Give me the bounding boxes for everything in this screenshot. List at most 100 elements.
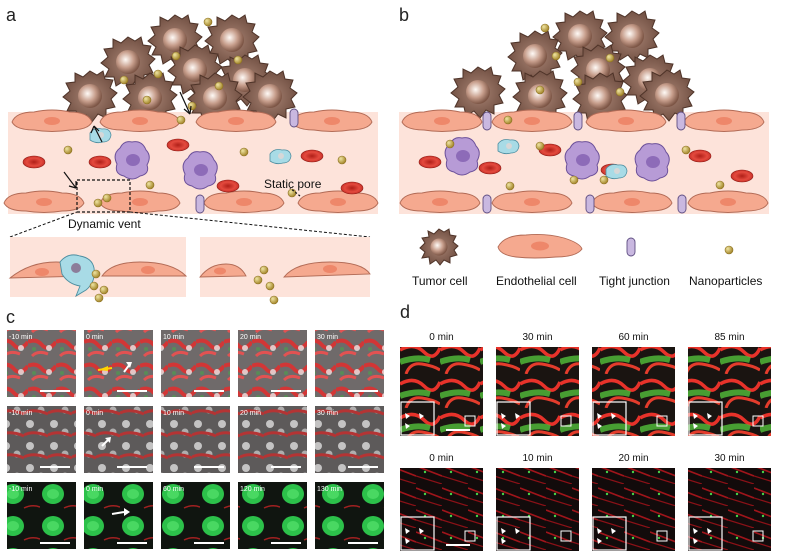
panel-c-image: 120 min (238, 482, 307, 549)
legend-nanoparticles: Nanoparticles (689, 274, 762, 288)
panel-c-image: 30 min (315, 406, 384, 473)
time-label: 20 min (618, 453, 648, 464)
zoom-vent-left (8, 237, 188, 303)
panel-a-diagram: Dynamic vent Static pore (3, 14, 379, 305)
zoom-lines (9, 211, 371, 238)
panel-c-image: 30 min (315, 330, 384, 397)
inset-zoom (592, 516, 627, 551)
panel-c-image: 130 min (315, 482, 384, 549)
endothelial-cell-icon (497, 233, 583, 259)
time-label: 85 min (714, 332, 744, 343)
time-label: 0 min (429, 332, 453, 343)
roi-box (656, 415, 668, 427)
roi-box (560, 530, 572, 542)
arrows-a (63, 91, 301, 197)
arrowhead-icon (707, 413, 712, 419)
monocyte (497, 139, 520, 155)
panel-label-a: a (6, 5, 17, 25)
roi-box (464, 415, 476, 427)
panel-c-image: 0 min (84, 330, 153, 397)
white-arrow (105, 437, 111, 443)
time-label: 20 min (240, 410, 261, 417)
white-arrow (124, 508, 130, 516)
panel-c-image: 10 min (161, 330, 230, 397)
time-label: 10 min (522, 453, 552, 464)
time-label: 0 min (86, 334, 103, 341)
time-label: 60 min (618, 332, 648, 343)
tumor-cluster-b (450, 10, 695, 125)
arrowhead-icon (405, 413, 410, 419)
arrowhead-icon (419, 413, 424, 419)
arrows-c (97, 362, 132, 516)
panel-label-b: b (399, 5, 409, 25)
time-label: 60 min (163, 486, 184, 493)
time-label: 30 min (714, 453, 744, 464)
arrowhead-icon (405, 538, 410, 544)
roi-box (752, 530, 764, 542)
arrowhead-icon (693, 538, 698, 544)
arrowhead-icon (501, 423, 506, 429)
panel-c-image: 20 min (238, 330, 307, 397)
tight-junction-icon (626, 237, 636, 257)
panel-d-image (592, 347, 675, 436)
panel-c-grid: -10 min 0 min 10 min 20 min 30 min -10 min 0 m… (7, 330, 384, 549)
time-label: -10 min (9, 486, 32, 493)
roi-box (752, 415, 764, 427)
panel-c-image: -10 min (7, 482, 76, 549)
tumor-cell-icon (419, 228, 459, 266)
time-label: 30 min (522, 332, 552, 343)
macrophage (634, 143, 670, 182)
tumor-cluster-a (62, 14, 298, 125)
panel-c-image: 0 min (84, 406, 153, 473)
time-label: 10 min (163, 410, 184, 417)
nanoparticle-icon (724, 245, 734, 255)
panel-d-image (496, 347, 579, 436)
roi-box (560, 415, 572, 427)
arrowhead-icon (693, 528, 698, 534)
roi-box (464, 530, 476, 542)
monocyte (269, 149, 292, 165)
legend-endothelial-cell: Endothelial cell (496, 274, 577, 288)
panel-b-diagram (399, 10, 769, 214)
time-label: 20 min (240, 334, 261, 341)
panel-d-image (688, 468, 771, 551)
arrowhead-icon (405, 423, 410, 429)
time-label: 0 min (86, 486, 103, 493)
panel-d-grid: 0 min 30 min 60 min 85 min 0 min 10 min 20 min… (400, 332, 771, 551)
time-label: -10 min (9, 410, 32, 417)
arrowhead-icon (597, 413, 602, 419)
panel-d-image (688, 347, 771, 436)
time-label: -10 min (9, 334, 32, 341)
macrophage (114, 141, 150, 180)
panel-c-image: 20 min (238, 406, 307, 473)
time-label: 30 min (317, 334, 338, 341)
panel-d-image (400, 347, 483, 436)
roi-box (656, 530, 668, 542)
legend: Tumor cell Endothelial cell Tight juncti… (412, 228, 762, 288)
arrowhead-icon (611, 413, 616, 419)
time-label: 30 min (317, 410, 338, 417)
panel-d-image (400, 468, 483, 551)
monocyte (605, 164, 628, 180)
panel-c-image: -10 min (7, 406, 76, 473)
time-label: 10 min (163, 334, 184, 341)
arrowhead-icon (515, 528, 520, 534)
macrophage (182, 151, 218, 190)
panel-c-image: -10 min (7, 330, 76, 397)
arrowhead-icon (597, 528, 602, 534)
arrowhead-icon (693, 413, 698, 419)
panel-label-c: c (6, 307, 15, 327)
panel-d-image (592, 468, 675, 551)
dynamic-vent-box (76, 179, 131, 213)
time-label: 0 min (429, 453, 453, 464)
panel-c-image: 60 min (161, 482, 230, 549)
arrowhead-icon (707, 528, 712, 534)
macrophage (564, 141, 600, 180)
arrowhead-icon (405, 528, 410, 534)
dynamic-vent-label: Dynamic vent (68, 217, 141, 231)
legend-tumor-cell: Tumor cell (412, 274, 468, 288)
zoom-pore-right (199, 237, 371, 305)
arrowhead-icon (501, 413, 506, 419)
panel-c-image: 0 min (84, 482, 153, 549)
time-label: 130 min (317, 486, 342, 493)
